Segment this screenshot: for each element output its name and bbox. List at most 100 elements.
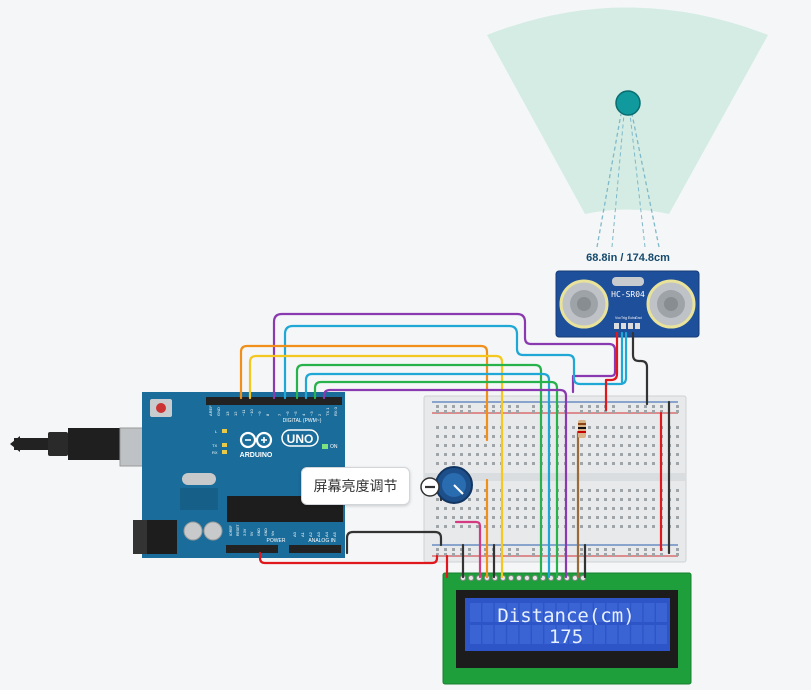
breadboard-rail-hole[interactable]	[516, 548, 519, 551]
breadboard-hole[interactable]	[676, 462, 679, 465]
breadboard-rail-hole[interactable]	[444, 405, 447, 408]
breadboard-hole[interactable]	[628, 462, 631, 465]
breadboard-hole[interactable]	[516, 426, 519, 429]
breadboard-hole[interactable]	[636, 462, 639, 465]
breadboard-hole[interactable]	[628, 507, 631, 510]
breadboard-hole[interactable]	[460, 516, 463, 519]
breadboard-rail-hole[interactable]	[644, 405, 647, 408]
breadboard-hole[interactable]	[596, 498, 599, 501]
breadboard-rail-hole[interactable]	[460, 405, 463, 408]
breadboard-hole[interactable]	[492, 489, 495, 492]
breadboard-hole[interactable]	[596, 444, 599, 447]
breadboard-hole[interactable]	[460, 525, 463, 528]
breadboard-rail-hole[interactable]	[588, 553, 591, 556]
breadboard-hole[interactable]	[460, 426, 463, 429]
breadboard-hole[interactable]	[516, 525, 519, 528]
breadboard-rail-hole[interactable]	[436, 553, 439, 556]
breadboard-hole[interactable]	[652, 507, 655, 510]
breadboard-hole[interactable]	[620, 453, 623, 456]
breadboard-hole[interactable]	[516, 453, 519, 456]
breadboard-rail-hole[interactable]	[596, 548, 599, 551]
breadboard-rail-hole[interactable]	[444, 410, 447, 413]
breadboard-rail-hole[interactable]	[612, 548, 615, 551]
lcd-pin[interactable]	[524, 575, 530, 581]
breadboard-hole[interactable]	[444, 435, 447, 438]
breadboard-hole[interactable]	[612, 489, 615, 492]
breadboard-rail-hole[interactable]	[636, 410, 639, 413]
breadboard-rail-hole[interactable]	[508, 410, 511, 413]
breadboard-hole[interactable]	[460, 462, 463, 465]
breadboard-hole[interactable]	[644, 462, 647, 465]
breadboard-rail-hole[interactable]	[612, 405, 615, 408]
breadboard-hole[interactable]	[652, 426, 655, 429]
breadboard-hole[interactable]	[604, 489, 607, 492]
breadboard-hole[interactable]	[620, 516, 623, 519]
breadboard-rail-hole[interactable]	[516, 553, 519, 556]
breadboard-hole[interactable]	[676, 489, 679, 492]
breadboard-hole[interactable]	[628, 489, 631, 492]
breadboard-hole[interactable]	[596, 453, 599, 456]
breadboard-hole[interactable]	[572, 525, 575, 528]
breadboard-hole[interactable]	[596, 489, 599, 492]
breadboard-hole[interactable]	[476, 498, 479, 501]
breadboard-hole[interactable]	[604, 525, 607, 528]
breadboard-hole[interactable]	[532, 444, 535, 447]
breadboard-hole[interactable]	[436, 516, 439, 519]
breadboard-rail-hole[interactable]	[644, 410, 647, 413]
breadboard-hole[interactable]	[484, 525, 487, 528]
breadboard-hole[interactable]	[620, 444, 623, 447]
breadboard-hole[interactable]	[468, 444, 471, 447]
breadboard-rail-hole[interactable]	[628, 410, 631, 413]
breadboard-hole[interactable]	[452, 444, 455, 447]
breadboard-hole[interactable]	[444, 516, 447, 519]
breadboard-hole[interactable]	[612, 525, 615, 528]
breadboard-hole[interactable]	[636, 453, 639, 456]
breadboard-hole[interactable]	[524, 462, 527, 465]
breadboard-rail-hole[interactable]	[596, 405, 599, 408]
breadboard-hole[interactable]	[620, 435, 623, 438]
breadboard-hole[interactable]	[644, 426, 647, 429]
breadboard-hole[interactable]	[524, 516, 527, 519]
breadboard-hole[interactable]	[460, 435, 463, 438]
breadboard-hole[interactable]	[636, 426, 639, 429]
breadboard-hole[interactable]	[452, 525, 455, 528]
breadboard-hole[interactable]	[468, 426, 471, 429]
breadboard-hole[interactable]	[508, 435, 511, 438]
breadboard-hole[interactable]	[612, 462, 615, 465]
breadboard-rail-hole[interactable]	[652, 553, 655, 556]
breadboard-hole[interactable]	[644, 444, 647, 447]
breadboard-rail-hole[interactable]	[468, 410, 471, 413]
breadboard-hole[interactable]	[652, 462, 655, 465]
breadboard-hole[interactable]	[468, 507, 471, 510]
breadboard-hole[interactable]	[444, 453, 447, 456]
breadboard-hole[interactable]	[596, 462, 599, 465]
breadboard-rail-hole[interactable]	[660, 553, 663, 556]
breadboard-rail-hole[interactable]	[484, 410, 487, 413]
breadboard-hole[interactable]	[524, 453, 527, 456]
breadboard-hole[interactable]	[588, 516, 591, 519]
breadboard-hole[interactable]	[468, 462, 471, 465]
breadboard-hole[interactable]	[572, 426, 575, 429]
breadboard-rail-hole[interactable]	[676, 553, 679, 556]
breadboard-rail-hole[interactable]	[612, 553, 615, 556]
breadboard-rail-hole[interactable]	[436, 405, 439, 408]
breadboard-hole[interactable]	[484, 516, 487, 519]
breadboard-hole[interactable]	[612, 453, 615, 456]
breadboard-hole[interactable]	[612, 444, 615, 447]
breadboard-hole[interactable]	[676, 435, 679, 438]
breadboard-hole[interactable]	[652, 489, 655, 492]
breadboard-hole[interactable]	[484, 453, 487, 456]
breadboard-rail-hole[interactable]	[596, 410, 599, 413]
breadboard-hole[interactable]	[596, 507, 599, 510]
breadboard-rail-hole[interactable]	[636, 548, 639, 551]
breadboard-rail-hole[interactable]	[604, 553, 607, 556]
breadboard-rail-hole[interactable]	[628, 553, 631, 556]
breadboard-hole[interactable]	[436, 426, 439, 429]
breadboard-rail-hole[interactable]	[452, 405, 455, 408]
breadboard-hole[interactable]	[620, 426, 623, 429]
breadboard-hole[interactable]	[508, 444, 511, 447]
breadboard-hole[interactable]	[572, 507, 575, 510]
breadboard-hole[interactable]	[596, 516, 599, 519]
breadboard-hole[interactable]	[596, 525, 599, 528]
breadboard-hole[interactable]	[492, 453, 495, 456]
